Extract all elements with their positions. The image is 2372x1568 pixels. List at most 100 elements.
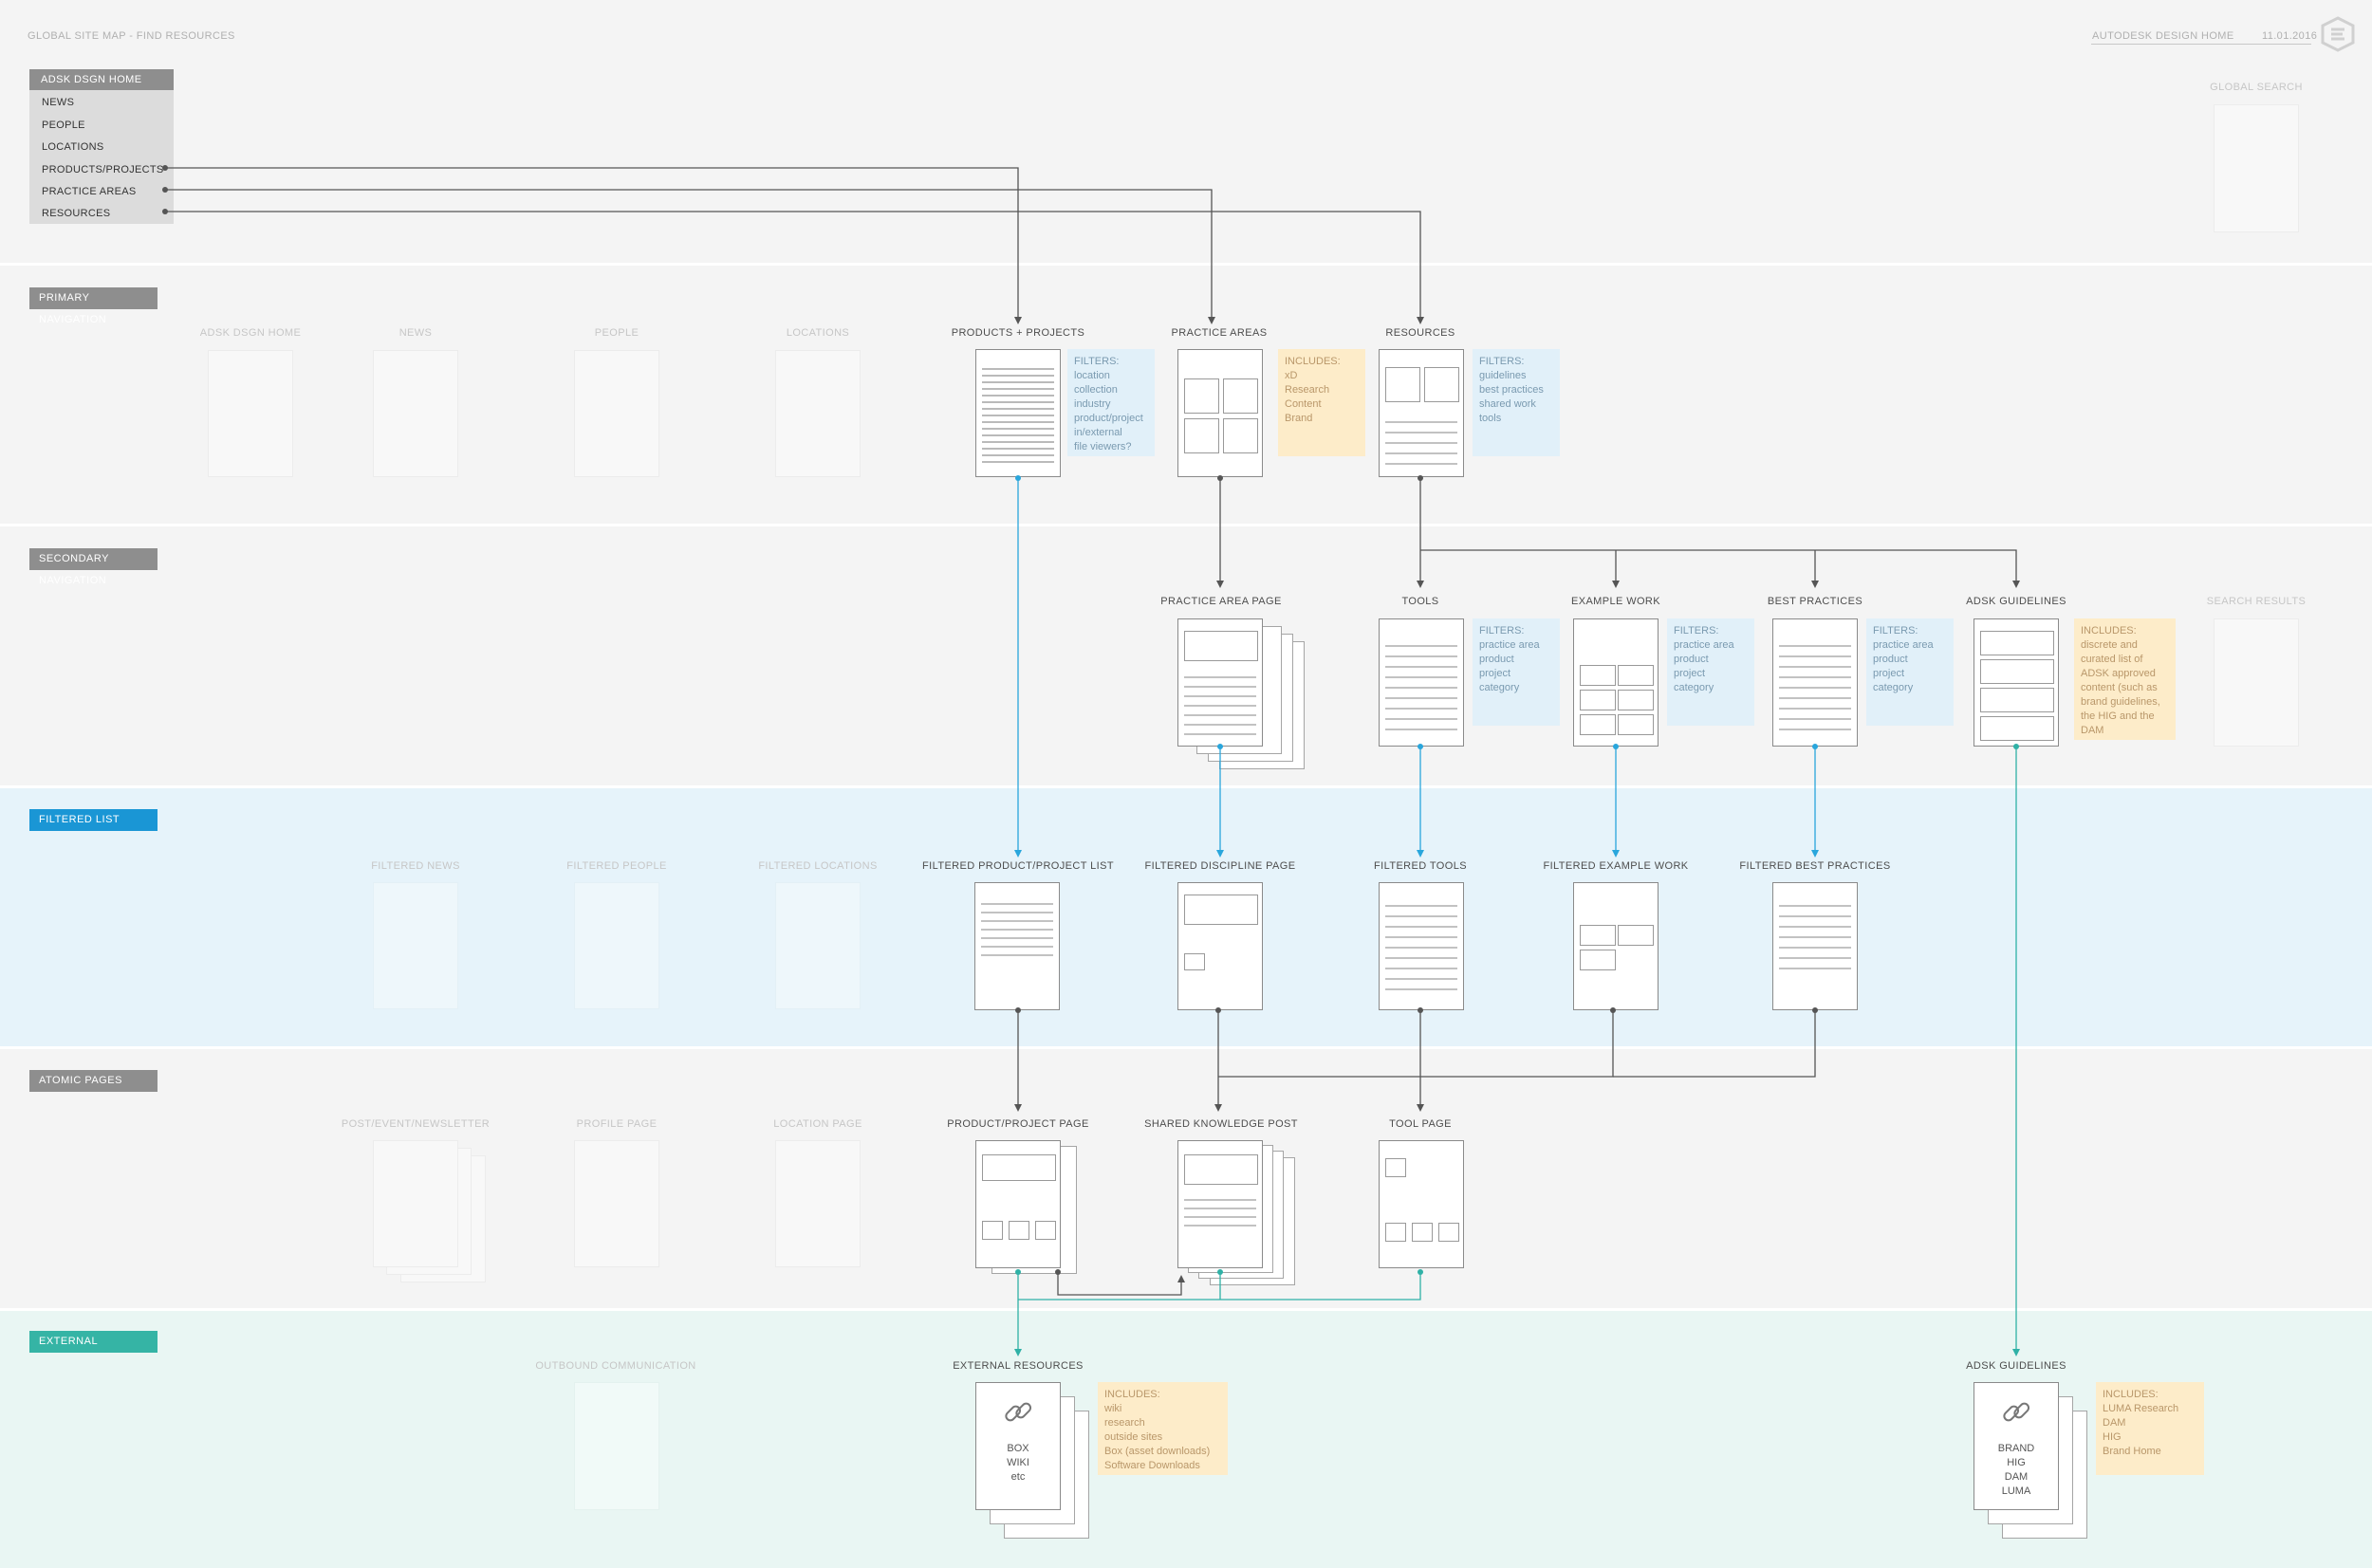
search-results-ghost (2214, 618, 2299, 747)
filtered-tools-page[interactable] (1379, 882, 1464, 1010)
tile (1424, 367, 1459, 402)
page-content (1779, 636, 1851, 739)
filtered-best-label: FILTERED BEST PRACTICES (1739, 860, 1891, 872)
filtered-products-label: FILTERED PRODUCT/PROJECT LIST (922, 860, 1114, 872)
tile (1223, 418, 1258, 453)
date-label: 11.01.2016 (2262, 30, 2318, 42)
filtered-best-page[interactable] (1772, 882, 1858, 1010)
filtered-products-page[interactable] (974, 882, 1060, 1010)
hero-block (1184, 631, 1258, 661)
menu-title[interactable]: ADSK DSGN HOME (29, 69, 174, 90)
link-icon (2003, 1402, 2030, 1422)
tile (1980, 659, 2054, 684)
menu-item-news[interactable]: NEWS (42, 97, 75, 108)
hero-block (1184, 1154, 1258, 1185)
filtered-discipline-page[interactable] (1177, 882, 1263, 1010)
page-content (1385, 413, 1457, 470)
tile (1580, 925, 1616, 946)
menu-item-practice[interactable]: PRACTICE AREAS (42, 186, 137, 197)
page-content (1385, 896, 1457, 999)
page-title: GLOBAL SITE MAP - FIND RESOURCES (28, 30, 235, 42)
knowledge-post-page[interactable] (1177, 1140, 1263, 1268)
menu-item-people[interactable]: PEOPLE (42, 120, 85, 131)
ghost-label: NEWS (398, 327, 433, 339)
ghost-page (775, 882, 861, 1009)
tile (1385, 367, 1420, 402)
ghost-page (208, 350, 293, 477)
tile (1184, 418, 1219, 453)
tile (1385, 1223, 1406, 1242)
product-page-label: PRODUCT/PROJECT PAGE (947, 1118, 1089, 1130)
filtered-discipline-label: FILTERED DISCIPLINE PAGE (1144, 860, 1296, 872)
tile (1618, 665, 1654, 686)
example-work-page[interactable] (1573, 618, 1659, 747)
tile (1412, 1223, 1433, 1242)
page-content (982, 363, 1054, 468)
products-projects-page[interactable] (975, 349, 1061, 477)
page-content (1184, 1192, 1256, 1230)
outbound-ghost (574, 1382, 659, 1510)
ghost-label: FILTERED LOCATIONS (758, 860, 878, 872)
tile (1980, 716, 2054, 741)
header-underline (2091, 44, 2311, 45)
outbound-label: OUTBOUND COMMUNICATION (535, 1360, 696, 1372)
ext-guidelines-label: ADSK GUIDELINES (1966, 1360, 2066, 1372)
tool-page-label: TOOL PAGE (1389, 1118, 1452, 1130)
ghost-page (373, 350, 458, 477)
divider (0, 263, 2372, 266)
filtered-example-page[interactable] (1573, 882, 1659, 1010)
tools-page[interactable] (1379, 618, 1464, 747)
ghost-label: FILTERED PEOPLE (566, 860, 667, 872)
project-name: AUTODESK DESIGN HOME (2092, 30, 2234, 42)
practice-area-page[interactable] (1177, 618, 1263, 747)
tile (1580, 950, 1616, 970)
tile (1580, 690, 1616, 710)
adsk-guidelines-page[interactable] (1974, 618, 2059, 747)
section-filtered-list: FILTERED LIST (29, 809, 158, 831)
ghost-page (775, 350, 861, 477)
site-menu: ADSK DSGN HOME NEWS PEOPLE LOCATIONS PRO… (29, 69, 174, 224)
ghost-label: FILTERED NEWS (371, 860, 460, 872)
tile (1618, 690, 1654, 710)
tool-page[interactable] (1379, 1140, 1464, 1268)
global-search-label: GLOBAL SEARCH (2210, 82, 2303, 93)
menu-item-products[interactable]: PRODUCTS/PROJECTS (42, 164, 164, 175)
menu-item-resources[interactable]: RESOURCES (42, 208, 111, 219)
ghost-label: ADSK DSGN HOME (199, 327, 302, 339)
menu-item-locations[interactable]: LOCATIONS (42, 141, 104, 153)
practice-areas-page[interactable] (1177, 349, 1263, 477)
product-page[interactable] (975, 1140, 1061, 1268)
hero-block (1184, 895, 1258, 925)
section-primary-navigation: PRIMARY NAVIGATION (29, 287, 158, 325)
tile (982, 1221, 1003, 1240)
filtered-tools-label: FILTERED TOOLS (1374, 860, 1467, 872)
tools-label: TOOLS (1401, 596, 1439, 607)
tile (1184, 953, 1205, 970)
tile (1035, 1221, 1056, 1240)
tile (1009, 1221, 1029, 1240)
divider (0, 785, 2372, 788)
divider (0, 1046, 2372, 1049)
resources-page[interactable] (1379, 349, 1464, 477)
ghost-page (373, 1140, 458, 1267)
ghost-page (574, 350, 659, 477)
section-external: EXTERNAL (29, 1331, 158, 1353)
page-content (1385, 636, 1457, 739)
tile (1580, 714, 1616, 735)
example-work-label: EXAMPLE WORK (1570, 596, 1661, 607)
section-secondary-navigation: SECONDARY NAVIGATION (29, 548, 158, 586)
global-search-box[interactable] (2214, 104, 2299, 232)
link-icon (1005, 1402, 1032, 1422)
divider (0, 1308, 2372, 1311)
products-projects-label: PRODUCTS + PROJECTS (951, 327, 1085, 339)
resources-label: RESOURCES (1385, 327, 1455, 339)
best-practices-page[interactable] (1772, 618, 1858, 747)
adsk-guidelines-label: ADSK GUIDELINES (1966, 596, 2066, 607)
